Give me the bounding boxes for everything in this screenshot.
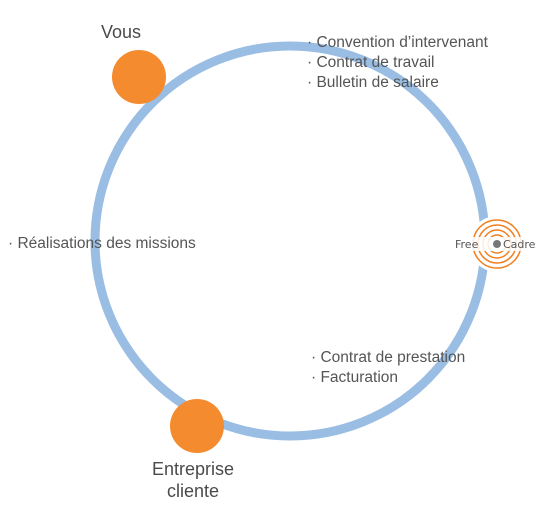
- node-label-entreprise-line1: Entreprise: [151, 459, 235, 479]
- logo-text-cadre: Cadre: [503, 238, 536, 251]
- annotation-item: · Réalisations des missions: [8, 235, 196, 252]
- node-label-vous-text: Vous: [100, 22, 142, 42]
- annotation-item: · Bulletin de salaire: [307, 74, 439, 91]
- annotation-item: · Convention d’intervenant: [307, 34, 488, 51]
- freecadre-logo: Free Cadre: [452, 216, 542, 272]
- annotation-bottom-right: · Contrat de prestation · Facturation: [311, 348, 465, 388]
- annotation-item: · Facturation: [311, 369, 399, 386]
- logo-text-free: Free: [455, 238, 479, 251]
- logo-center-dot: [493, 240, 501, 248]
- annotation-left: · Réalisations des missions: [8, 234, 196, 254]
- node-label-entreprise-line2: cliente: [166, 481, 220, 501]
- node-label-entreprise: Entreprise cliente: [128, 458, 258, 502]
- node-vous-dot: [112, 50, 166, 104]
- annotation-item: · Contrat de prestation: [311, 349, 466, 366]
- node-entreprise-dot: [170, 399, 224, 453]
- annotation-item: · Contrat de travail: [307, 54, 435, 71]
- node-label-vous: Vous: [86, 21, 156, 43]
- annotation-top-right: · Convention d’intervenant · Contrat de …: [307, 33, 488, 93]
